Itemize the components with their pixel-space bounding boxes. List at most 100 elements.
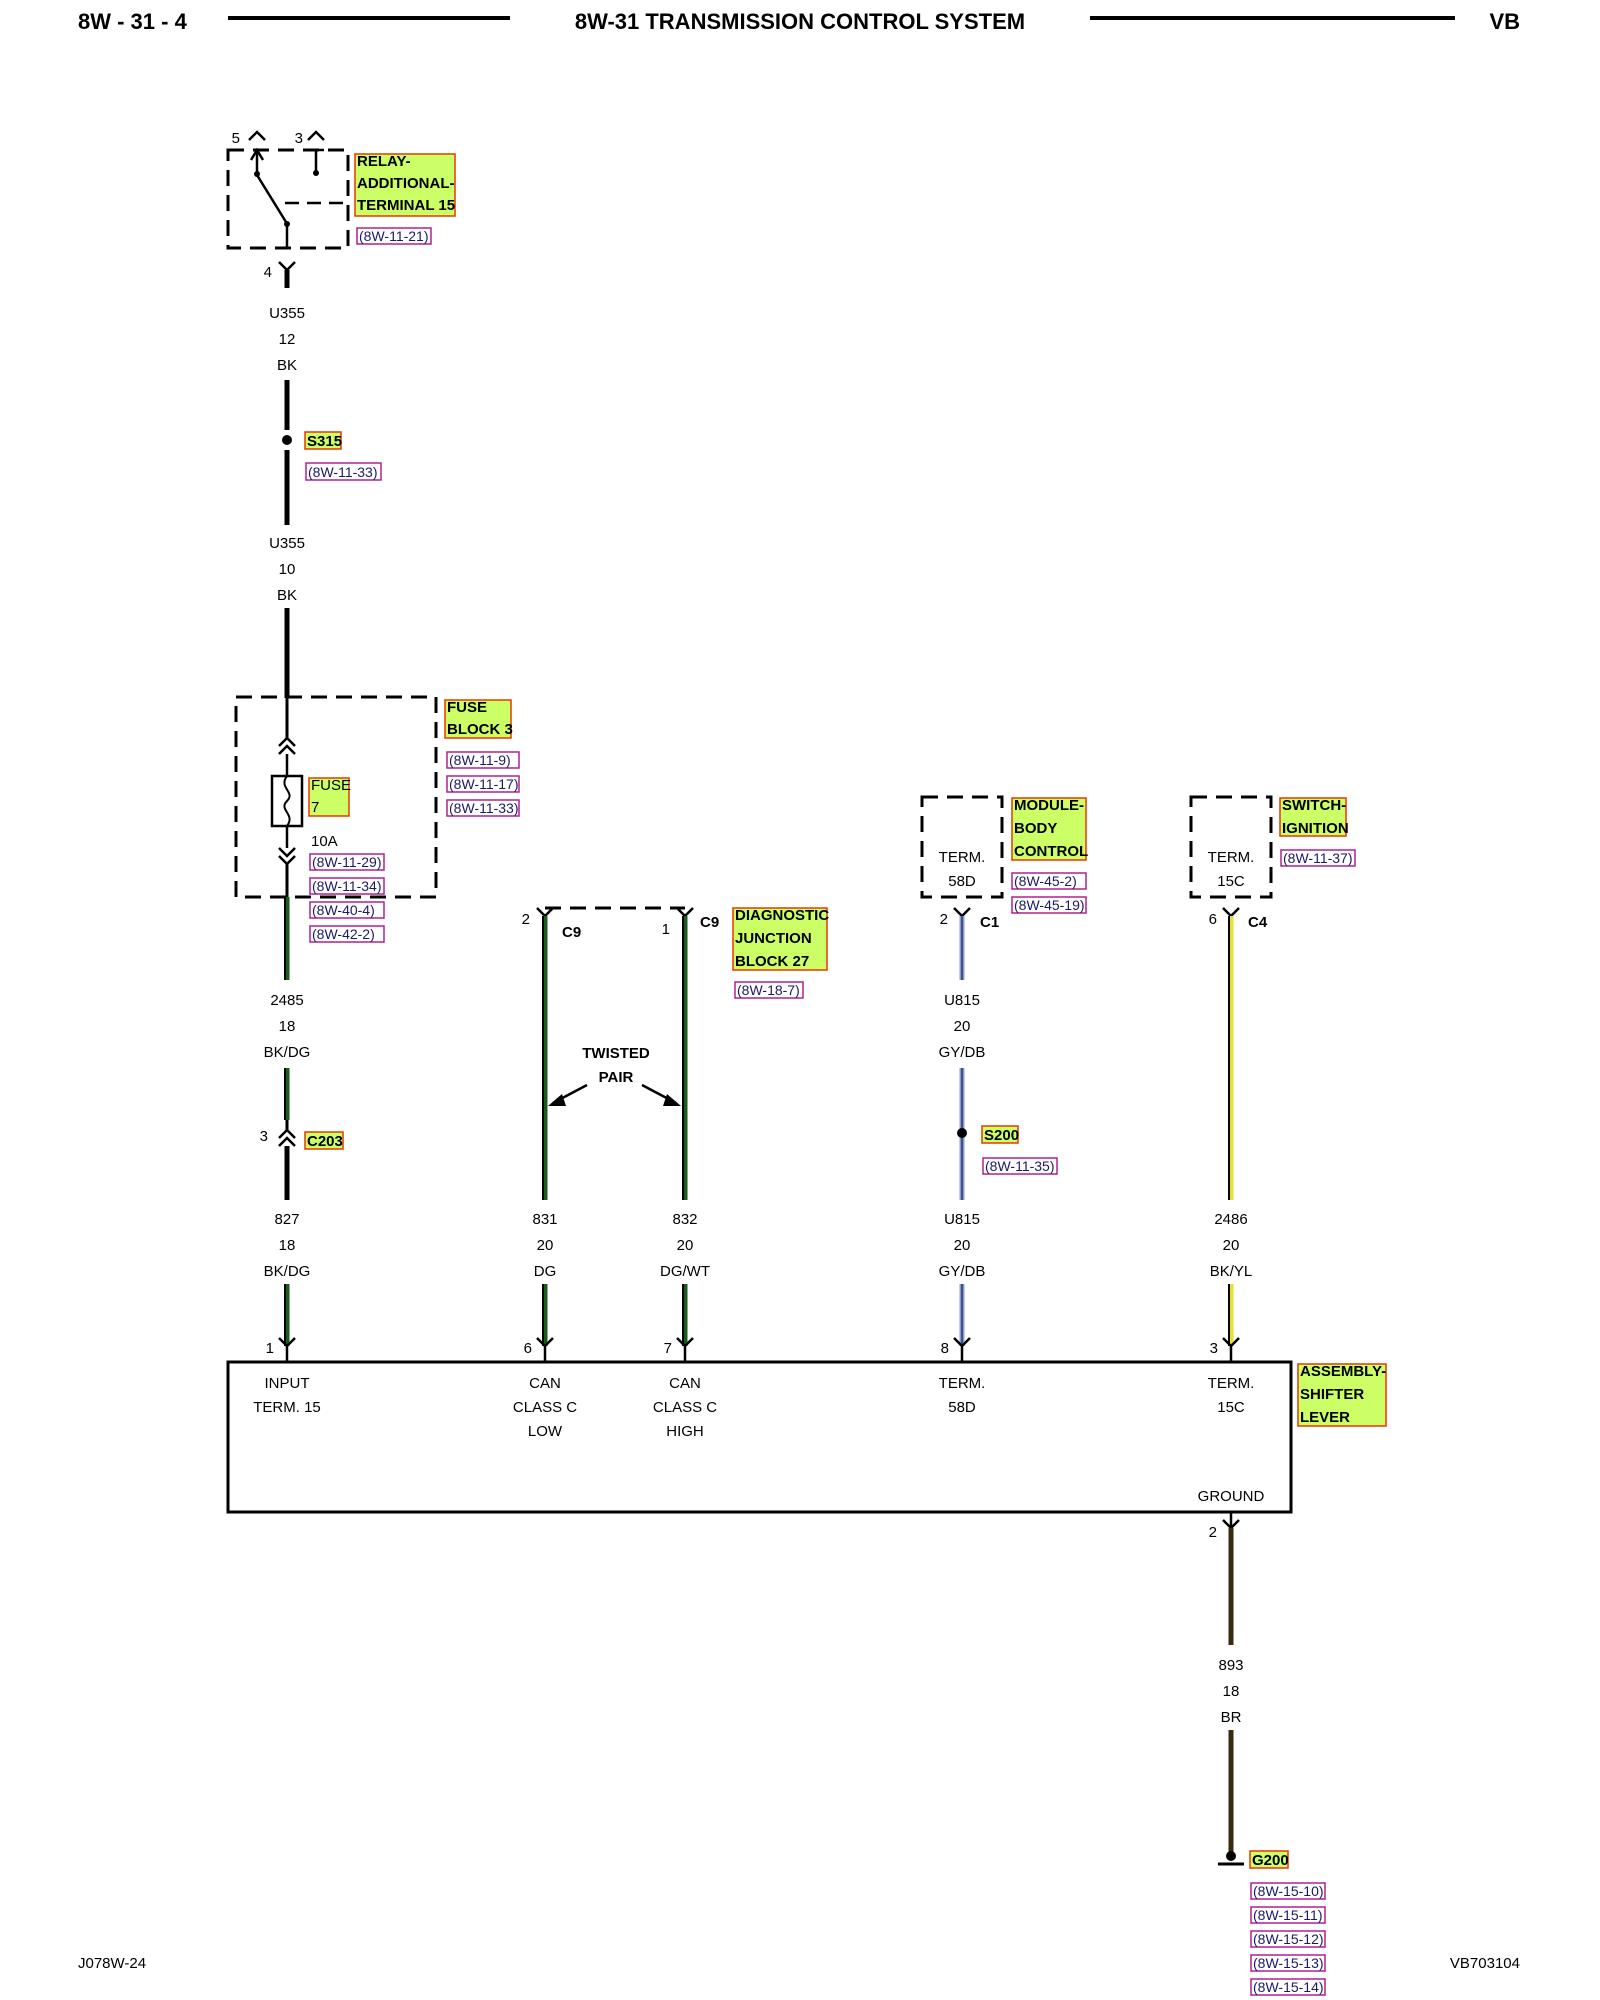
fuse-ref-3[interactable]: (8W-40-4) xyxy=(312,902,375,918)
shifter-pin-7: 7 xyxy=(664,1340,672,1357)
relay-pin-3-connector xyxy=(307,130,325,141)
bcm-c1-connector xyxy=(953,907,971,918)
switch-ignition: TERM.15C SWITCH-IGNITION (8W-11-37) 6 C4 xyxy=(1189,795,1356,931)
fuse-ref-4[interactable]: (8W-42-2) xyxy=(312,926,375,942)
s315-dot xyxy=(282,435,292,445)
relay-pin-4-connector xyxy=(278,261,296,272)
c203-pin: 3 xyxy=(260,1128,268,1145)
fuse-ref-2[interactable]: (8W-11-34) xyxy=(312,878,382,894)
relay-pin-5: 5 xyxy=(232,130,240,147)
bcm-conn: C1 xyxy=(980,914,999,931)
shifter-pin-1: 1 xyxy=(266,1340,274,1357)
fuse-block-ref-2[interactable]: (8W-11-17) xyxy=(449,776,519,792)
relay-ref[interactable]: (8W-11-21) xyxy=(359,228,429,244)
g200-ref-2[interactable]: (8W-15-11) xyxy=(1253,1907,1323,1923)
fuse-block-ref-1[interactable]: (8W-11-9) xyxy=(449,752,511,768)
splice-s315: S315 (8W-11-33) xyxy=(282,431,382,525)
page-footer: J078W-24 VB703104 xyxy=(78,1955,1520,1972)
shifter-pin-6: 6 xyxy=(524,1340,532,1357)
ignition-pin: 6 xyxy=(1209,911,1217,928)
s315-ref[interactable]: (8W-11-33) xyxy=(308,464,378,480)
model-code: VB xyxy=(1489,9,1520,34)
relay-pin-3: 3 xyxy=(295,130,303,147)
fuse-ref-1[interactable]: (8W-11-29) xyxy=(312,854,382,870)
shifter-ground-label: GROUND xyxy=(1198,1488,1265,1505)
shifter-pin-8: 8 xyxy=(941,1340,949,1357)
ignition-outline xyxy=(1189,795,1273,899)
fuse-top-connector xyxy=(278,736,296,747)
g200-ref-4[interactable]: (8W-15-13) xyxy=(1253,1955,1324,1971)
ignition-c4-connector xyxy=(1222,907,1240,918)
djb-ref[interactable]: (8W-18-7) xyxy=(737,982,800,998)
page-header: 8W - 31 - 4 8W-31 TRANSMISSION CONTROL S… xyxy=(78,9,1520,34)
ignition-name: SWITCH-IGNITION xyxy=(1282,797,1349,837)
g200-name: G200 xyxy=(1252,1852,1289,1869)
bcm-outline xyxy=(920,795,1004,899)
page-title: 8W-31 TRANSMISSION CONTROL SYSTEM xyxy=(575,9,1025,34)
relay-switch-arm xyxy=(255,174,288,223)
ignition-ref[interactable]: (8W-11-37) xyxy=(1283,850,1353,866)
djb-pin-1: 1 xyxy=(662,921,670,938)
s315-name: S315 xyxy=(307,433,342,450)
s200-ref[interactable]: (8W-11-35) xyxy=(985,1158,1055,1174)
relay-additional-terminal-15: 5 3 4 RELAY-ADDITIONAL-TERMINAL 15 (8W-1… xyxy=(226,130,456,281)
footer-left: J078W-24 xyxy=(78,1955,146,1972)
shifter-body xyxy=(226,1360,1293,1514)
relay-name-highlight xyxy=(354,153,456,217)
fuse-block-outline xyxy=(234,695,438,899)
c203-name: C203 xyxy=(307,1133,343,1150)
s200-name: S200 xyxy=(984,1127,1019,1144)
g200-ref-5[interactable]: (8W-15-14) xyxy=(1253,1979,1324,1995)
ignition-conn: C4 xyxy=(1248,914,1268,931)
ignition-terminal: TERM.15C xyxy=(1208,849,1255,890)
g200-ref-1[interactable]: (8W-15-10) xyxy=(1253,1883,1324,1899)
s200-dot xyxy=(957,1128,967,1138)
g200-ref-3[interactable]: (8W-15-12) xyxy=(1253,1931,1324,1947)
bcm-terminal: TERM.58D xyxy=(939,849,986,890)
shifter-term-58d: TERM.58D xyxy=(939,1375,986,1416)
page-id: 8W - 31 - 4 xyxy=(78,9,188,34)
relay-pin-5-connector xyxy=(248,130,266,141)
bcm-ref-2[interactable]: (8W-45-19) xyxy=(1014,897,1085,913)
fuse-block-ref-3[interactable]: (8W-11-33) xyxy=(449,800,519,816)
fuse-bottom-connector xyxy=(278,847,296,858)
relay-name-text: RELAY-ADDITIONAL-TERMINAL 15 xyxy=(357,153,455,214)
shifter-term-15c: TERM.15C xyxy=(1208,1375,1255,1416)
ground-pin: 2 xyxy=(1209,1524,1217,1541)
djb-pin-2: 2 xyxy=(522,911,530,928)
djb-conn-right: C9 xyxy=(700,914,719,931)
connector-c203: 3 C203 xyxy=(260,1120,344,1200)
bcm-pin: 2 xyxy=(940,911,948,928)
bcm-ref-1[interactable]: (8W-45-2) xyxy=(1014,873,1077,889)
